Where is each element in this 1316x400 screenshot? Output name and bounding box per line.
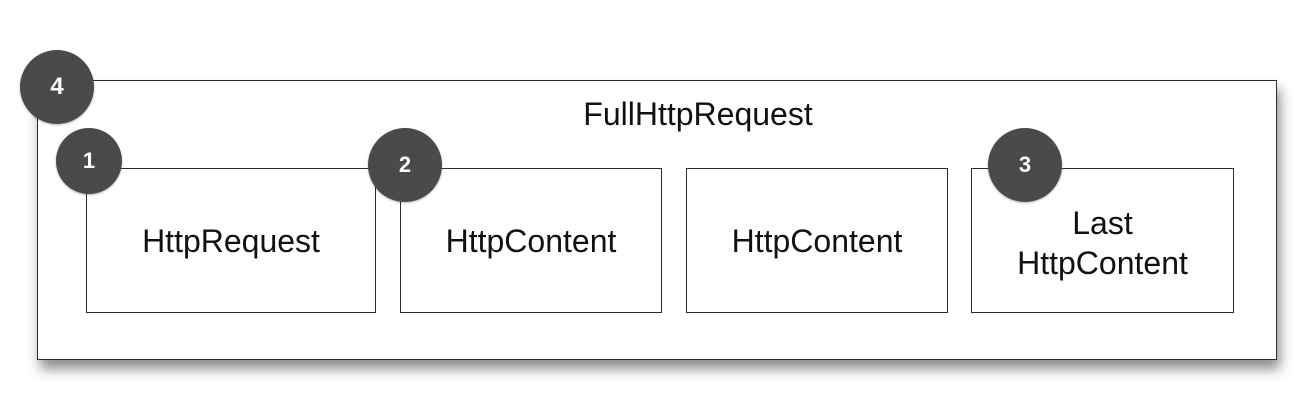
- last-http-content-label-line-1: Last: [1072, 204, 1133, 241]
- http-content-label-1: HttpContent: [445, 222, 617, 259]
- full-http-request-label: FullHttpRequest: [583, 96, 813, 132]
- last-http-content-label-line-2: HttpContent: [1017, 244, 1188, 281]
- http-content-box-2: HttpContent: [686, 168, 948, 313]
- http-content-label-2: HttpContent: [731, 222, 903, 259]
- step-badge-3: 3: [988, 128, 1062, 202]
- http-request-label: HttpRequest: [142, 222, 320, 259]
- step-badge-1: 1: [56, 128, 122, 194]
- http-request-box: HttpRequest: [86, 168, 376, 313]
- http-content-box-1: HttpContent: [400, 168, 662, 313]
- step-badge-2: 2: [368, 128, 442, 202]
- last-http-content-label: Last HttpContent: [1017, 199, 1188, 283]
- step-badge-4: 4: [20, 50, 94, 124]
